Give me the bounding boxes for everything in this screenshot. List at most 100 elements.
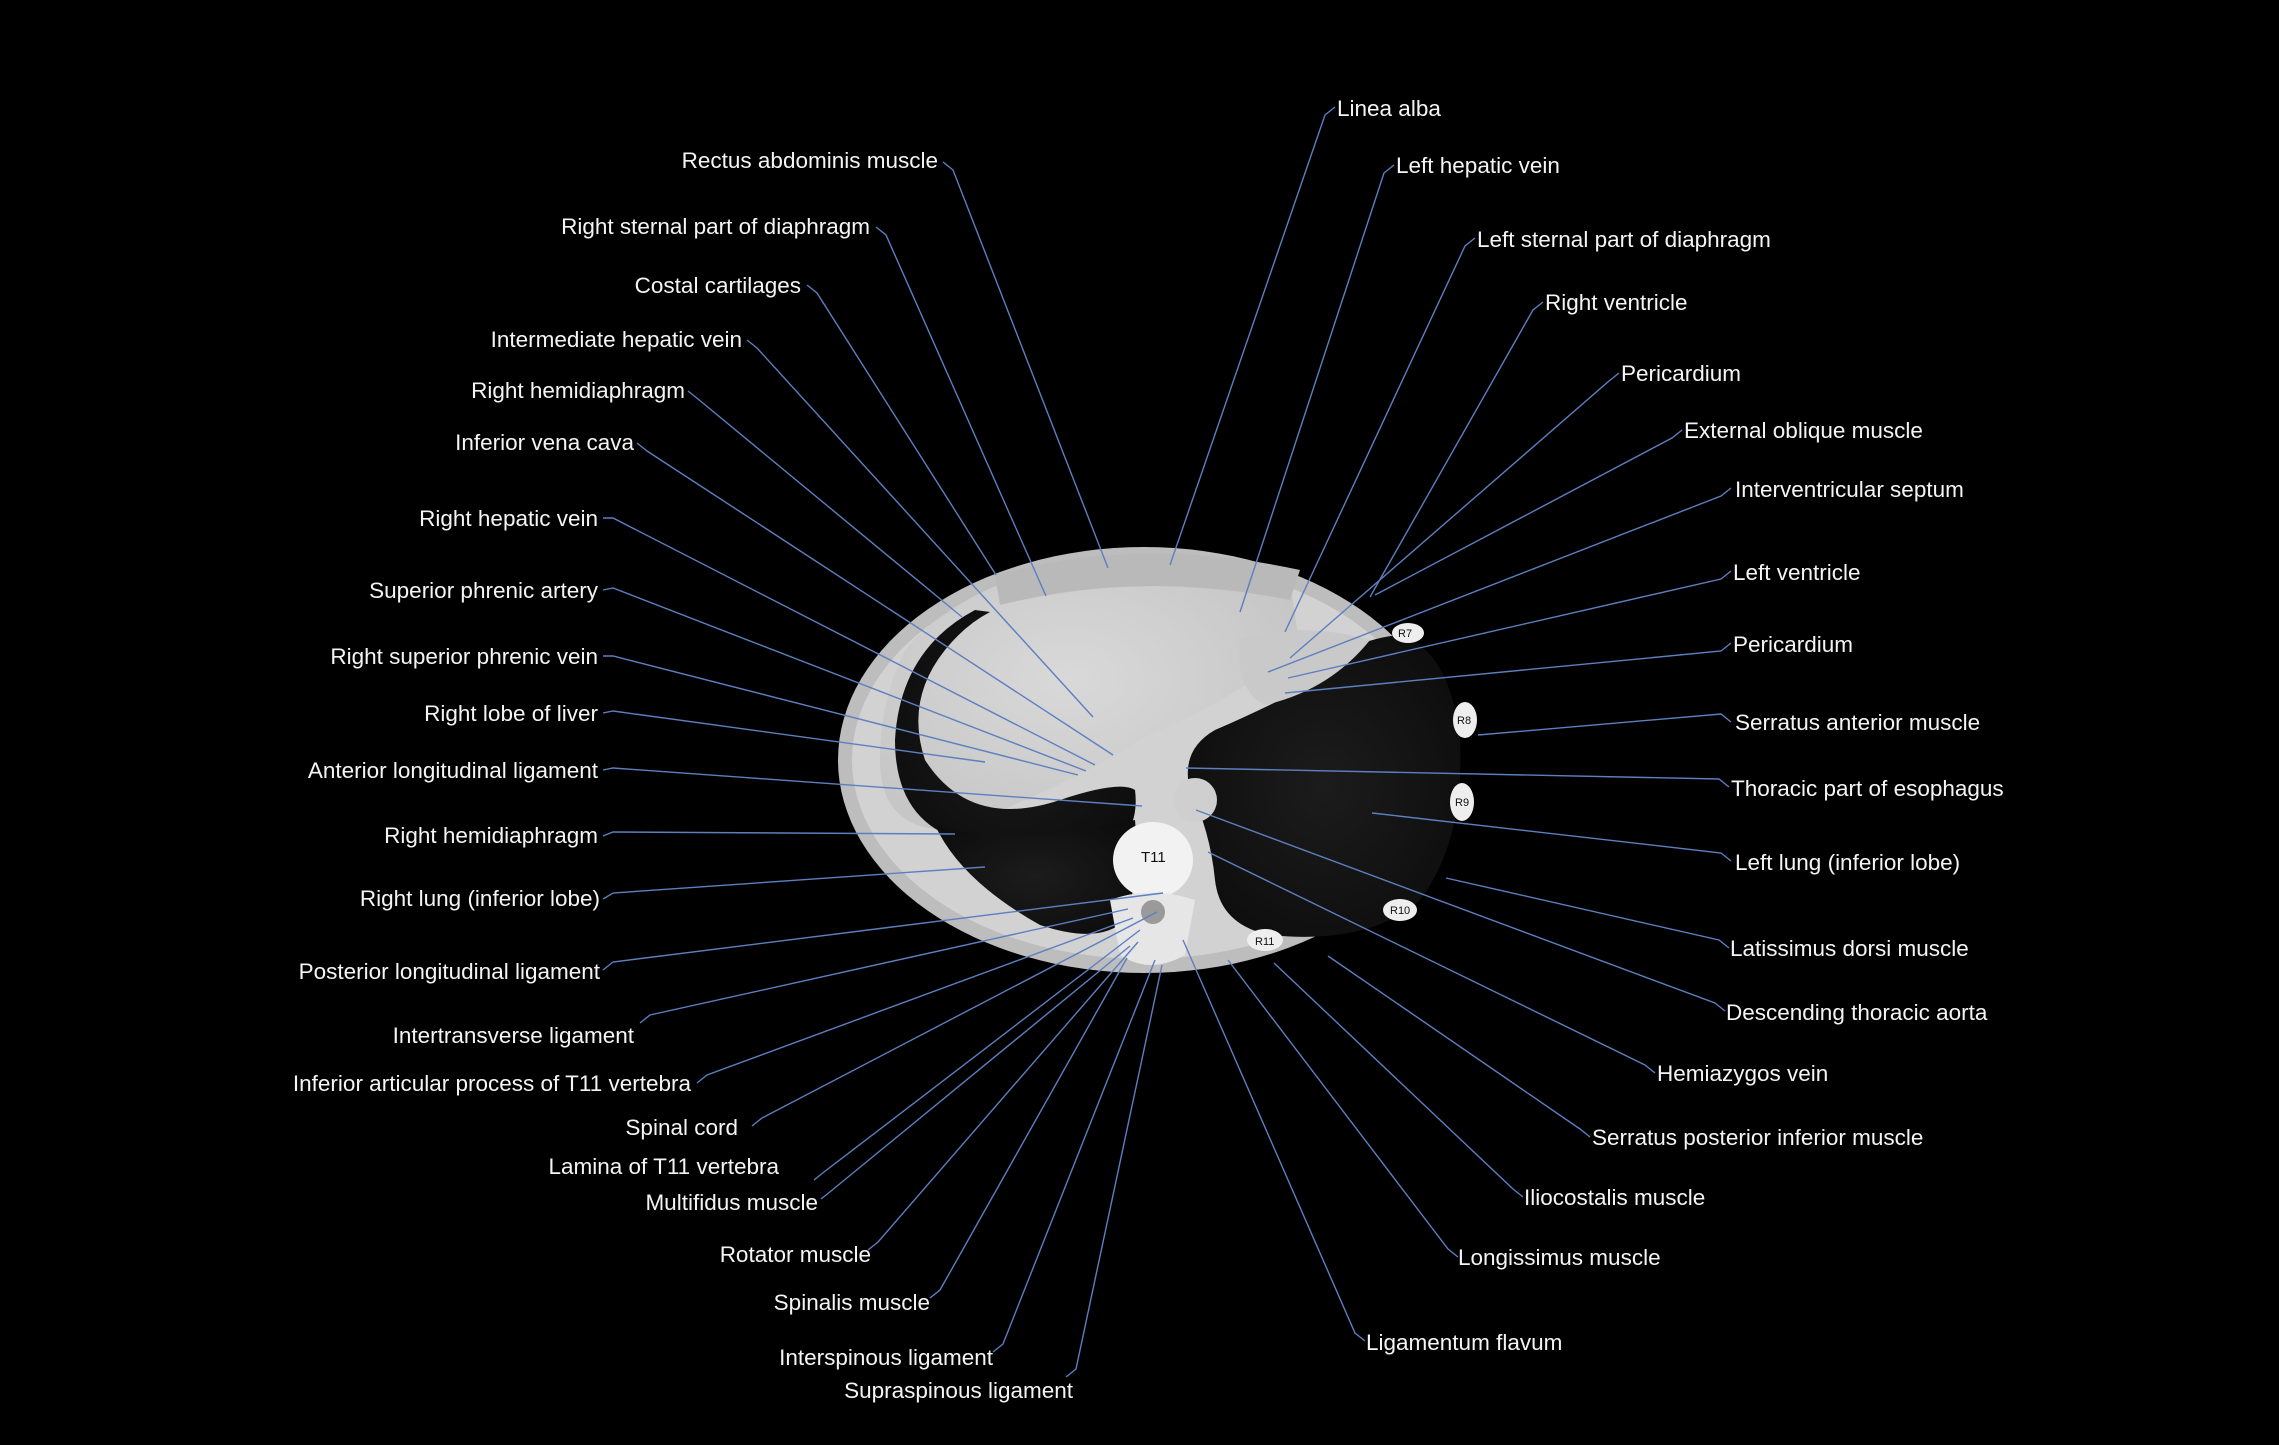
leader-supraspinous xyxy=(1065,964,1163,1378)
rib-r9 xyxy=(1450,783,1474,821)
label-rotator: Rotator muscle xyxy=(720,1242,871,1267)
label-esophagus: Thoracic part of esophagus xyxy=(1731,776,2004,801)
label-costal-cartilages: Costal cartilages xyxy=(635,273,801,298)
label-spinalis: Spinalis muscle xyxy=(774,1290,930,1315)
aorta xyxy=(1173,778,1217,822)
label-right-sternal-diaphragm: Right sternal part of diaphragm xyxy=(561,214,870,239)
leader-posterior-longitudinal xyxy=(602,892,1164,971)
leader-right-ventricle xyxy=(1369,301,1544,598)
label-linea-alba: Linea alba xyxy=(1337,96,1441,121)
leader-right-sternal-diaphragm xyxy=(875,226,1047,597)
label-posterior-longitudinal: Posterior longitudinal ligament xyxy=(299,959,601,984)
leader-serratus-anterior xyxy=(1477,713,1732,736)
leader-multifidus xyxy=(820,945,1131,1200)
label-interspinous: Interspinous ligament xyxy=(779,1345,994,1370)
leader-pericardium-2 xyxy=(1284,642,1732,694)
leader-right-hemidiaphragm-2 xyxy=(602,831,956,837)
rib-r10 xyxy=(1383,899,1417,921)
label-right-superior-phrenic-vein: Right superior phrenic vein xyxy=(330,644,598,669)
label-inferior-articular: Inferior articular process of T11 verteb… xyxy=(293,1071,692,1096)
label-rectus-abdominis: Rectus abdominis muscle xyxy=(682,148,938,173)
right-lung-posterior xyxy=(935,820,1137,934)
label-serratus-anterior: Serratus anterior muscle xyxy=(1735,710,1980,735)
label-left-sternal-diaphragm: Left sternal part of diaphragm xyxy=(1477,227,1771,252)
label-right-lobe-liver: Right lobe of liver xyxy=(424,701,598,726)
leader-lamina xyxy=(813,929,1141,1181)
label-intermediate-hepatic-vein: Intermediate hepatic vein xyxy=(491,327,742,352)
leader-anterior-longitudinal xyxy=(602,767,1143,807)
leader-pericardium-1 xyxy=(1289,372,1620,659)
label-external-oblique: External oblique muscle xyxy=(1684,418,1923,443)
label-ivc: Inferior vena cava xyxy=(455,430,634,455)
leader-superior-phrenic-artery xyxy=(602,587,1087,772)
leader-left-lung xyxy=(1371,812,1732,862)
leader-left-sternal-diaphragm xyxy=(1284,237,1476,633)
leader-right-lung xyxy=(602,866,986,900)
leader-right-lobe-liver xyxy=(602,710,986,763)
leader-right-hepatic-vein xyxy=(603,517,1096,766)
anterior-muscle-band xyxy=(995,553,1300,605)
leader-esophagus xyxy=(1185,767,1730,788)
label-iliocostalis: Iliocostalis muscle xyxy=(1524,1185,1705,1210)
label-descending-aorta: Descending thoracic aorta xyxy=(1726,1000,1988,1025)
label-right-ventricle: Right ventricle xyxy=(1545,290,1688,315)
label-anterior-longitudinal: Anterior longitudinal ligament xyxy=(308,758,599,783)
leader-linea-alba xyxy=(1169,106,1336,566)
label-right-hemidiaphragm-2: Right hemidiaphragm xyxy=(384,823,598,848)
leader-interspinous xyxy=(992,959,1156,1353)
leader-intertransverse xyxy=(639,908,1129,1024)
labels-right: Linea alba Left hepatic vein Left sterna… xyxy=(1337,96,2004,1355)
leader-spinalis xyxy=(929,957,1128,1299)
leader-rectus-abdominis xyxy=(942,161,1109,569)
rib-r8 xyxy=(1453,702,1477,738)
leader-intermediate-hepatic-vein xyxy=(746,339,1094,718)
heart-apex xyxy=(1239,630,1370,705)
label-ligamentum-flavum: Ligamentum flavum xyxy=(1366,1330,1562,1355)
leader-ivc xyxy=(636,442,1114,756)
leader-right-superior-phrenic-vein xyxy=(603,655,1079,776)
leader-left-ventricle xyxy=(1287,570,1732,679)
label-lamina: Lamina of T11 vertebra xyxy=(548,1154,779,1179)
leader-longissimus xyxy=(1227,959,1459,1258)
label-pericardium-2: Pericardium xyxy=(1733,632,1853,657)
leader-latissimus-dorsi xyxy=(1445,877,1730,949)
label-pericardium-1: Pericardium xyxy=(1621,361,1741,386)
label-left-ventricle: Left ventricle xyxy=(1733,560,1861,585)
label-supraspinous: Supraspinous ligament xyxy=(844,1378,1074,1403)
ct-scan-image: T11 R7 R8 R9 R10 R11 xyxy=(838,547,1477,973)
leader-costal-cartilages xyxy=(806,284,997,576)
leader-interventricular-septum xyxy=(1267,487,1732,673)
label-hemiazygos: Hemiazygos vein xyxy=(1657,1061,1828,1086)
right-lung xyxy=(895,610,1136,858)
leader-serratus-posterior xyxy=(1327,955,1591,1138)
leader-iliocostalis xyxy=(1273,962,1524,1198)
label-longissimus: Longissimus muscle xyxy=(1458,1245,1661,1270)
leader-descending-aorta xyxy=(1195,809,1726,1012)
left-lung xyxy=(1187,635,1461,937)
label-superior-phrenic-artery: Superior phrenic artery xyxy=(369,578,599,603)
vertebral-body xyxy=(1113,822,1193,898)
label-right-hepatic-vein: Right hepatic vein xyxy=(419,506,598,531)
leader-right-hemidiaphragm-1 xyxy=(687,390,963,618)
leader-hemiazygos xyxy=(1207,851,1656,1074)
label-spinal-cord: Spinal cord xyxy=(625,1115,738,1140)
rib-r11 xyxy=(1247,929,1283,951)
leader-inferior-articular xyxy=(696,917,1134,1084)
label-right-lung: Right lung (inferior lobe) xyxy=(360,886,600,911)
label-latissimus-dorsi: Latissimus dorsi muscle xyxy=(1730,936,1969,961)
label-multifidus: Multifidus muscle xyxy=(645,1190,818,1215)
rib-r7 xyxy=(1392,623,1424,643)
rib-r8-label: R8 xyxy=(1457,715,1471,727)
label-left-lung: Left lung (inferior lobe) xyxy=(1735,850,1960,875)
rib-r7-label: R7 xyxy=(1398,628,1412,640)
leader-rotator xyxy=(867,941,1139,1251)
leader-lines xyxy=(602,106,1732,1378)
leader-external-oblique xyxy=(1374,429,1683,596)
rib-r10-label: R10 xyxy=(1390,905,1410,917)
label-intertransverse: Intertransverse ligament xyxy=(393,1023,635,1048)
leader-ligamentum-flavum xyxy=(1182,939,1366,1342)
labels-left: Rectus abdominis muscle Right sternal pa… xyxy=(293,148,1074,1403)
posterior-elements xyxy=(1110,892,1195,965)
rib-r9-label: R9 xyxy=(1455,797,1469,809)
